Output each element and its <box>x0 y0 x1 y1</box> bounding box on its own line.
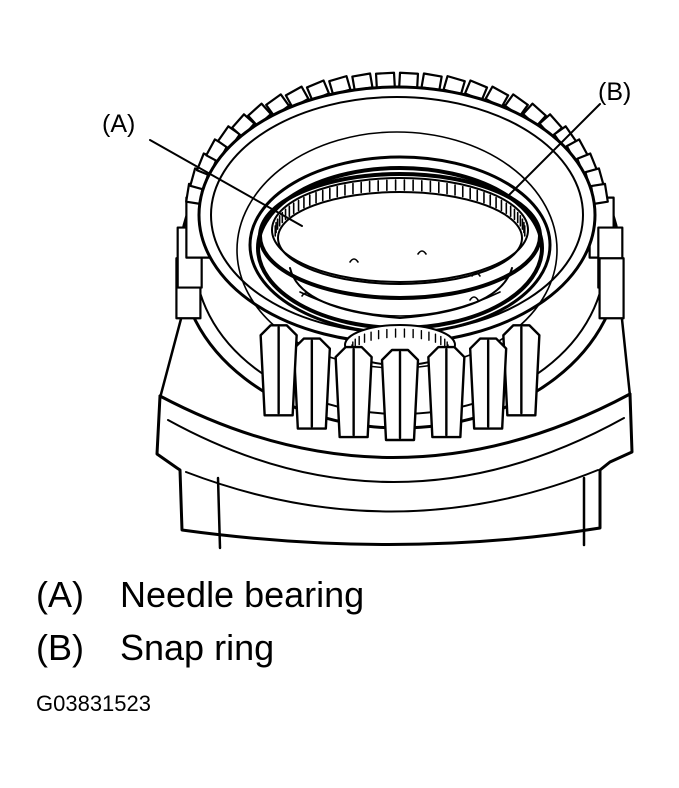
top-flange-teeth <box>185 71 609 205</box>
callout-a: (A) <box>102 110 136 138</box>
transmission-drum-illustration <box>149 71 634 550</box>
inner-hub <box>289 250 513 366</box>
needle-rollers <box>274 179 526 237</box>
legend-row-a: (A) Needle bearing <box>36 577 364 613</box>
legend-key-a: (A) <box>36 574 84 615</box>
drum-housing <box>155 248 634 550</box>
leader-line-b <box>507 103 601 197</box>
legend-label-b: Snap ring <box>120 627 275 668</box>
legend-label-a: Needle bearing <box>120 574 365 615</box>
inner-bore <box>248 155 552 335</box>
legend-key-b: (B) <box>36 627 84 668</box>
figure-id: G03831523 <box>36 691 151 716</box>
snap-ring <box>258 172 542 300</box>
legend-row-b: (B) Snap ring <box>36 630 274 666</box>
leader-line-a <box>149 139 303 227</box>
callout-b: (B) <box>598 78 632 106</box>
flange-tooth <box>374 71 396 89</box>
needle-bearing <box>271 177 529 285</box>
front-lugs <box>259 324 541 442</box>
flange-tooth <box>398 71 420 89</box>
rim-tooth <box>598 257 625 320</box>
